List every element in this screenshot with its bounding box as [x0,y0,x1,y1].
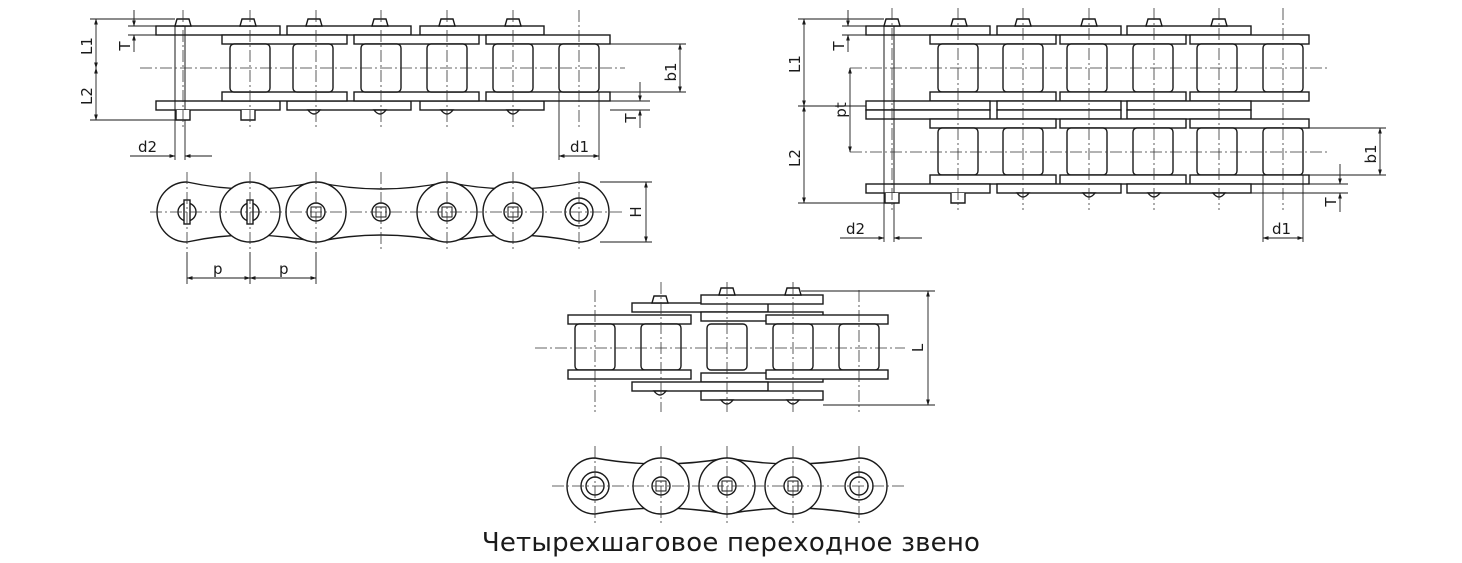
double-strand-top-view [798,8,1386,242]
label-T-left-top: T [116,41,134,52]
label-H: H [627,206,645,217]
transition-link-side-view [552,446,905,526]
label-T-right-bottom: T [1322,197,1340,208]
single-strand-top-view [90,10,686,160]
transition-link-top-view [535,282,935,412]
label-L: L [909,343,927,352]
label-p-2: p [279,260,289,278]
label-L2-left: L2 [78,87,96,105]
label-T-left-bottom: T [622,113,640,124]
label-p-1: p [213,260,223,278]
label-L1-right: L1 [786,55,804,73]
label-b1-right: b1 [1362,144,1380,163]
label-T-right-top: T [830,41,848,52]
figure-caption: Четырехшаговое переходное звено [481,528,981,558]
label-d2-right: d2 [846,220,865,238]
label-pt: pt [832,102,850,118]
label-d2-left: d2 [138,138,157,156]
label-L2-right: L2 [786,149,804,167]
label-d1-right: d1 [1272,220,1291,238]
label-L1-left: L1 [78,37,96,55]
label-b1-left: b1 [662,62,680,81]
single-strand-side-view [150,172,652,284]
label-d1-left: d1 [570,138,589,156]
